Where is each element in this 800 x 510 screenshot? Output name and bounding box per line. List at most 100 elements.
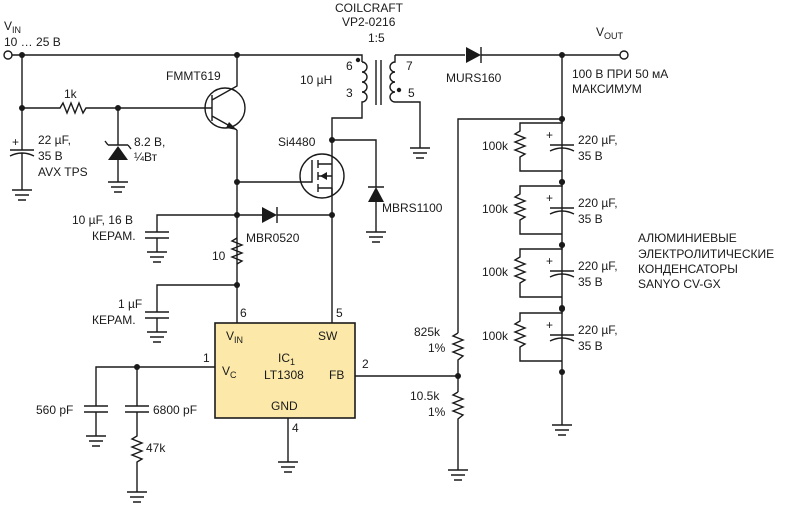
r10-5k — [451, 391, 465, 470]
svg-text:+: + — [12, 135, 19, 149]
bank-resistor-label: 100k — [482, 329, 509, 343]
bank-cap-voltage: 35 В — [578, 339, 603, 353]
r1k-label: 1k — [64, 87, 78, 101]
c6800p — [125, 405, 149, 492]
c10u-type: КЕРАМ. — [92, 229, 136, 243]
ic-fb: FB — [329, 368, 344, 382]
c1u-type: КЕРАМ. — [92, 313, 136, 327]
xfmr-inductance: 10 µH — [300, 73, 332, 87]
r825k — [451, 332, 465, 392]
vin-range: 10 … 25 В — [4, 35, 61, 49]
bank-cap-value: 220 µF, — [578, 259, 618, 273]
zener-power: ¼Вт — [134, 150, 158, 164]
mbrs1100 — [332, 139, 384, 232]
vin-label: VIN — [4, 19, 21, 35]
bank-cap-voltage: 35 В — [578, 212, 603, 226]
bank-capacitor — [549, 334, 575, 342]
c6800p-label: 6800 pF — [153, 403, 197, 417]
cin-type: AVX TPS — [38, 165, 88, 179]
note-line-1: АЛЮМИНИЕВЫЕ — [638, 231, 737, 245]
zener — [104, 108, 132, 182]
mbr0520 — [237, 207, 332, 223]
r825k-tol: 1% — [428, 341, 446, 355]
ic-part: LT1308 — [264, 368, 304, 382]
gnd-fb — [448, 469, 468, 481]
note-line-3: КОНДЕНСАТОРЫ — [638, 262, 738, 276]
svg-text:+: + — [546, 318, 553, 332]
q2-body — [299, 153, 345, 199]
gnd-c560 — [86, 435, 106, 447]
bank-capacitor — [549, 207, 575, 215]
mbrs1100-label: MBRS1100 — [382, 201, 443, 215]
note-line-2: ЭЛЕКТРОЛИТИЧЕСКИЕ — [638, 247, 774, 261]
cin-wire — [9, 55, 35, 190]
bank-resistor-label: 100k — [482, 139, 509, 153]
bank-cap-value: 220 µF, — [578, 323, 618, 337]
bank-cap-value: 220 µF, — [578, 196, 618, 210]
gnd-c10u — [147, 251, 167, 263]
gnd-ic — [278, 461, 298, 473]
bank-resistor-label: 100k — [482, 202, 509, 216]
xfmr-pin7: 7 — [406, 59, 413, 73]
mbr0520-label: MBR0520 — [246, 231, 300, 245]
xfmr-ratio: 1:5 — [368, 31, 385, 45]
r10-5k-value: 10.5k — [410, 389, 440, 403]
bank-resistor-label: 100k — [482, 265, 509, 279]
murs160-label: MURS160 — [446, 71, 502, 85]
gnd-cin — [12, 189, 32, 201]
gnd-mbrs — [366, 231, 386, 243]
bank-resistor — [513, 119, 563, 172]
c10u — [145, 214, 237, 252]
xfmr-pin3: 3 — [346, 86, 353, 100]
bank-cap-voltage: 35 В — [578, 275, 603, 289]
r10 — [230, 237, 244, 265]
xfmr-primary — [331, 61, 368, 195]
ic-name: IC1 — [278, 351, 295, 367]
gnd-zener — [108, 181, 128, 193]
vin-rail — [12, 54, 363, 62]
gnd-secondary — [410, 147, 430, 159]
r10-5k-tol: 1% — [428, 405, 446, 419]
bank-resistor — [513, 182, 563, 235]
ic-sw: SW — [318, 329, 338, 343]
r10-label: 10 — [212, 249, 226, 263]
ic-pin4: 4 — [292, 421, 299, 435]
ic-pin2: 2 — [362, 357, 369, 371]
svg-text:+: + — [546, 128, 553, 142]
xfmr-pin5: 5 — [408, 86, 415, 100]
zener-voltage: 8.2 В, — [134, 135, 165, 149]
bank-resistor — [513, 245, 563, 298]
r825k-value: 825k — [414, 325, 441, 339]
c1u-value: 1 µF — [118, 297, 142, 311]
r1k — [22, 101, 212, 115]
ic-pin5: 5 — [336, 306, 343, 320]
cin-voltage: 35 В — [38, 149, 63, 163]
svg-text:+: + — [546, 191, 553, 205]
vout-terminal — [619, 50, 629, 60]
ic-pin6: 6 — [240, 306, 247, 320]
bank-cap-voltage: 35 В — [578, 149, 603, 163]
svg-text:+: + — [546, 254, 553, 268]
c560p-label: 560 pF — [36, 403, 73, 417]
vin-terminal — [3, 50, 13, 60]
q1-label: FMMT619 — [166, 69, 221, 83]
ic-gnd: GND — [271, 399, 298, 413]
ic-vc: VC — [222, 364, 237, 380]
cin-value: 22 µF, — [38, 133, 71, 147]
xfmr-secondary — [389, 55, 396, 103]
c10u-value: 10 µF, 16 В — [72, 213, 133, 227]
c560p — [84, 405, 108, 436]
ic-pin1: 1 — [203, 351, 210, 365]
bank-resistor — [513, 309, 563, 362]
ic-vin: VIN — [226, 329, 243, 345]
vout-spec1: 100 В ПРИ 50 мА — [572, 67, 668, 81]
gnd-c1u — [147, 331, 167, 343]
bank-capacitor — [549, 144, 575, 152]
xfmr-maker: COILCRAFT — [335, 1, 404, 15]
xfmr-model: VP2-0216 — [342, 15, 396, 29]
xfmr-pin6: 6 — [346, 59, 353, 73]
vout-label: VOUT — [596, 25, 624, 41]
gnd-bank — [552, 424, 572, 436]
q1-body — [204, 87, 246, 129]
